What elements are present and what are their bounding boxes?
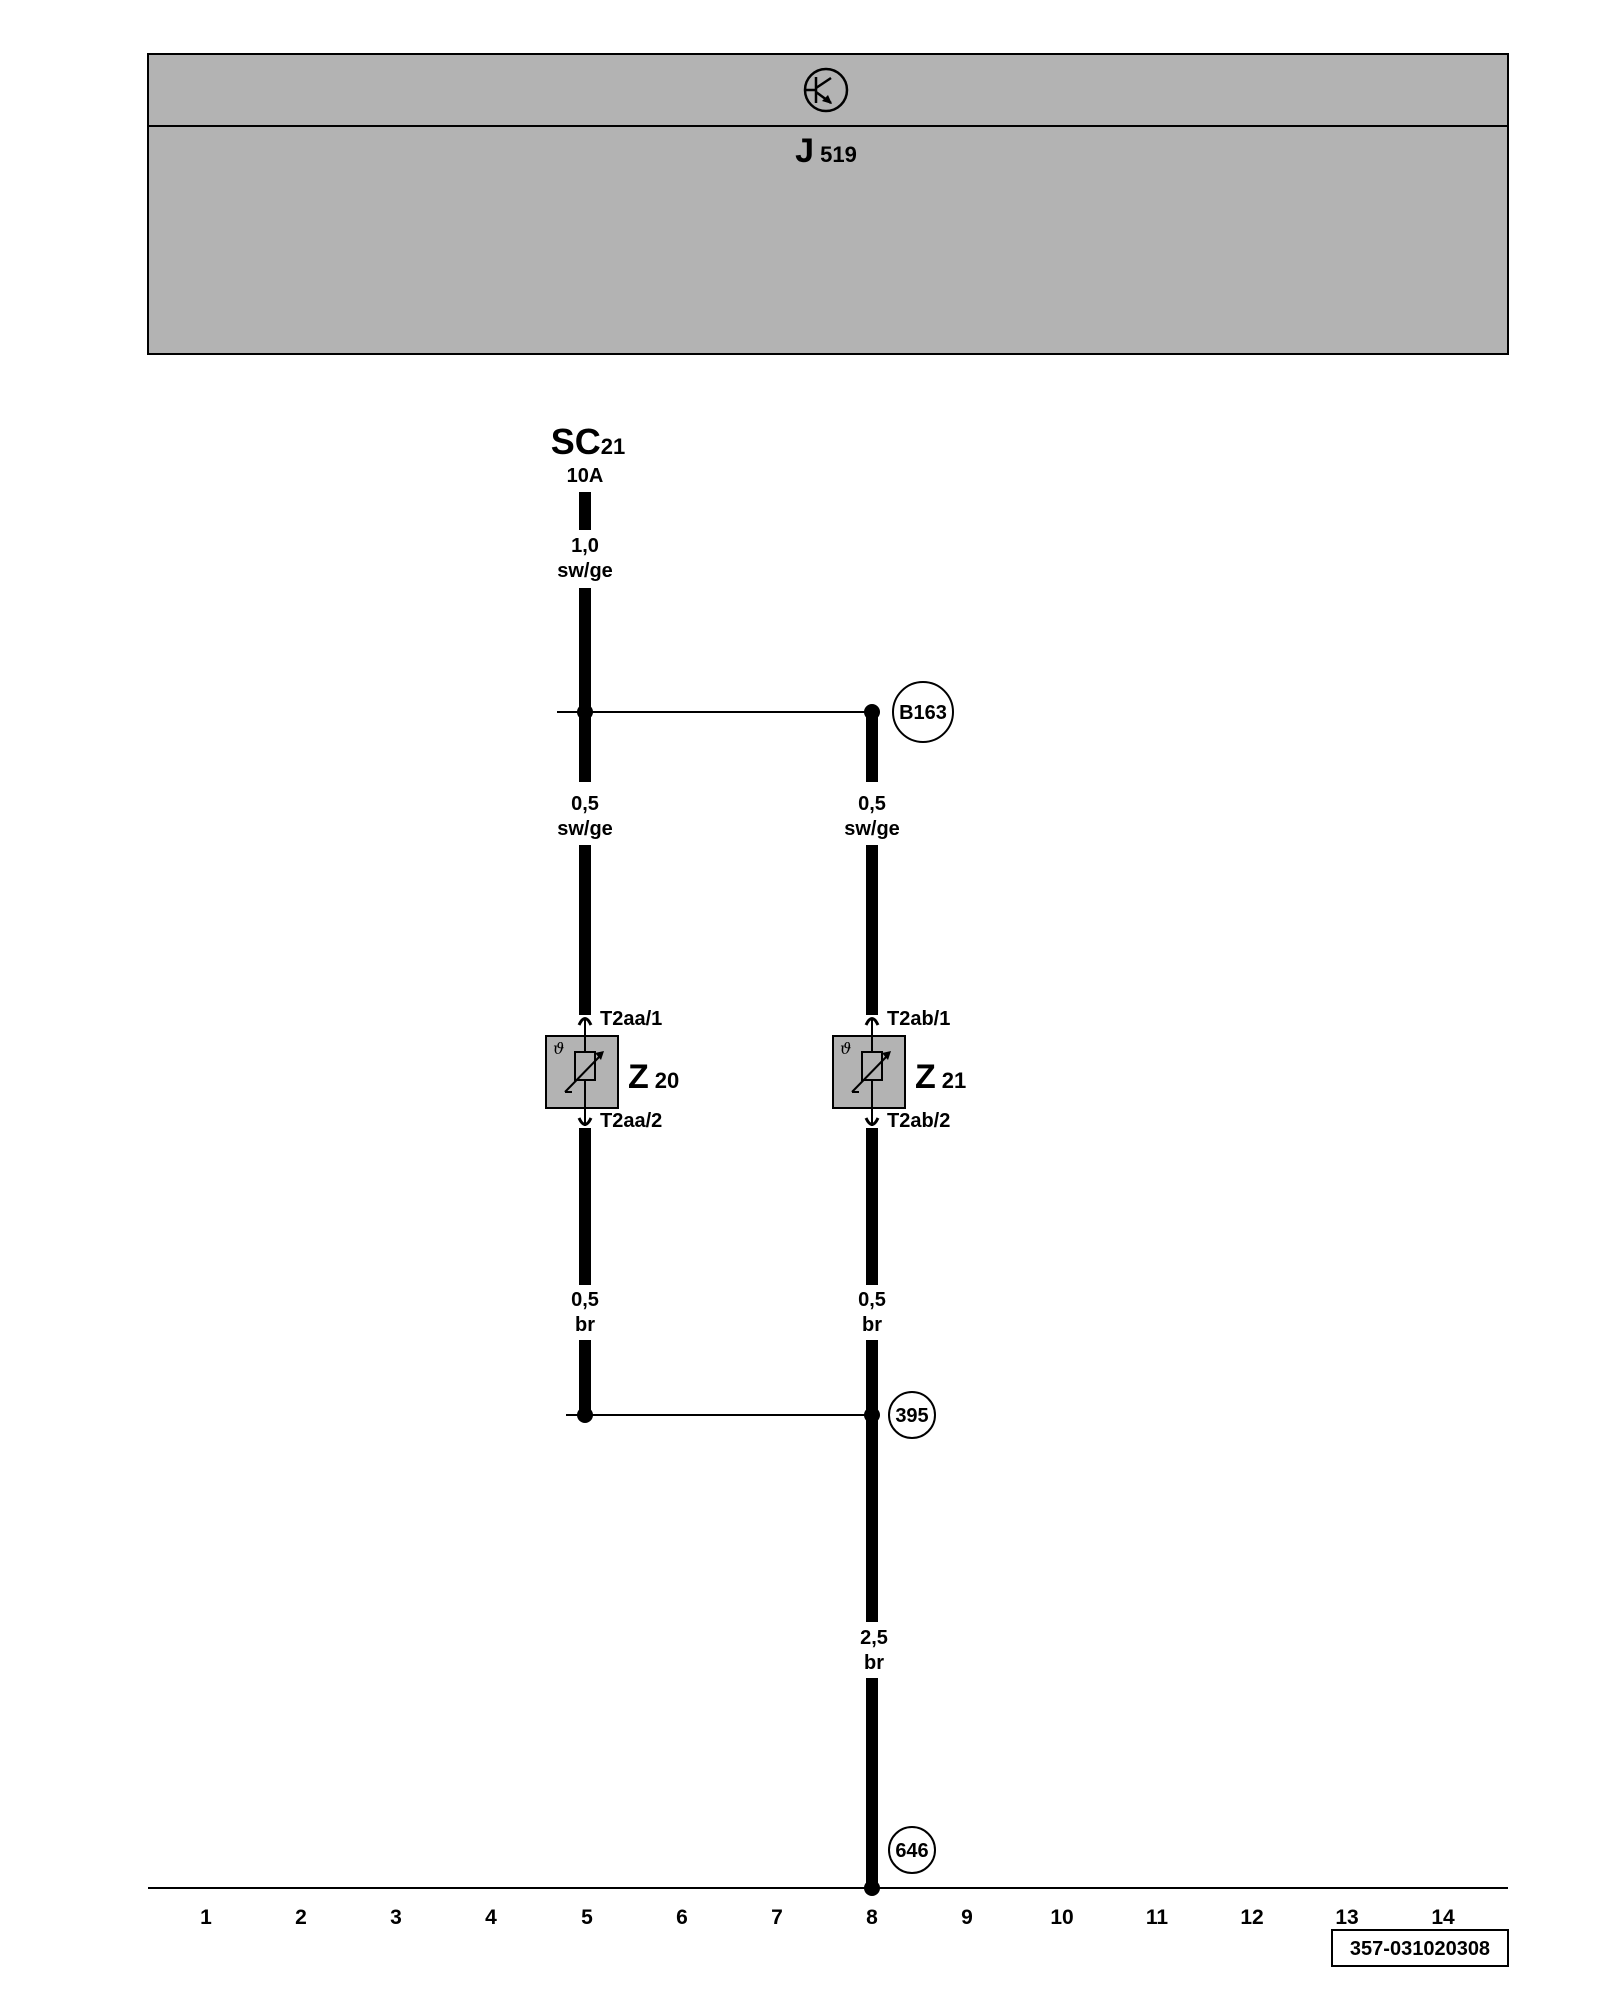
wire-left-upper-size: 0,5 [571,793,599,815]
ruler-number: 8 [866,1906,878,1929]
fuse-rating: 10A [567,465,604,487]
wire-right-upper-color: sw/ge [844,818,900,840]
wire-ground-main-color: br [864,1652,884,1674]
ruler-number: 2 [295,1906,307,1929]
ruler-number: 10 [1050,1906,1073,1929]
svg-text:646: 646 [895,1840,928,1862]
splice-dot-left-bottom [577,1407,593,1423]
z20-pin-top: T2aa/1 [600,1008,662,1030]
svg-text:B163: B163 [899,702,947,724]
ground-rail-junction [864,1880,880,1896]
document-id: 357-031020308 [1350,1938,1490,1960]
connection-646: 646 [888,1826,936,1874]
ruler-number: 7 [771,1906,783,1929]
svg-text:ϑ: ϑ [553,1039,564,1058]
ruler-number: 13 [1335,1906,1358,1929]
connection-395: 395 [888,1391,936,1439]
wire-fuse-out-color: sw/ge [557,560,613,582]
wire-right-lower-color: br [862,1314,882,1336]
fuse-label: SC21 [551,421,626,462]
z20-pin-bottom: T2aa/2 [600,1110,662,1132]
wire-right-upper-size: 0,5 [858,793,886,815]
wire-ground-main-size: 2,5 [860,1627,888,1649]
ruler-number: 5 [581,1906,593,1929]
connection-b163: B163 [892,681,954,743]
svg-text:395: 395 [895,1405,928,1427]
document-id-box: 357-031020308 [1331,1929,1509,1967]
z21-pin-top: T2ab/1 [887,1008,950,1030]
ruler-number: 6 [676,1906,688,1929]
wire-left-upper-color: sw/ge [557,818,613,840]
ruler-number: 14 [1431,1906,1455,1929]
ruler-number: 3 [390,1906,402,1929]
column-ruler: 1 2 3 4 5 6 7 8 9 10 11 12 13 14 [200,1906,1455,1929]
wire-left-lower-color: br [575,1314,595,1336]
ruler-number: 1 [200,1906,212,1929]
z21-pin-bottom: T2ab/2 [887,1110,950,1132]
ruler-number: 9 [961,1906,973,1929]
wire-fuse-out-size: 1,0 [571,535,599,557]
ruler-number: 11 [1146,1906,1169,1929]
ecu-transistor-icon [803,67,849,113]
svg-text:ϑ: ϑ [840,1039,851,1058]
ruler-number: 12 [1240,1906,1263,1929]
wire-left-lower-size: 0,5 [571,1289,599,1311]
ruler-number: 4 [485,1906,497,1929]
wire-right-lower-size: 0,5 [858,1289,886,1311]
